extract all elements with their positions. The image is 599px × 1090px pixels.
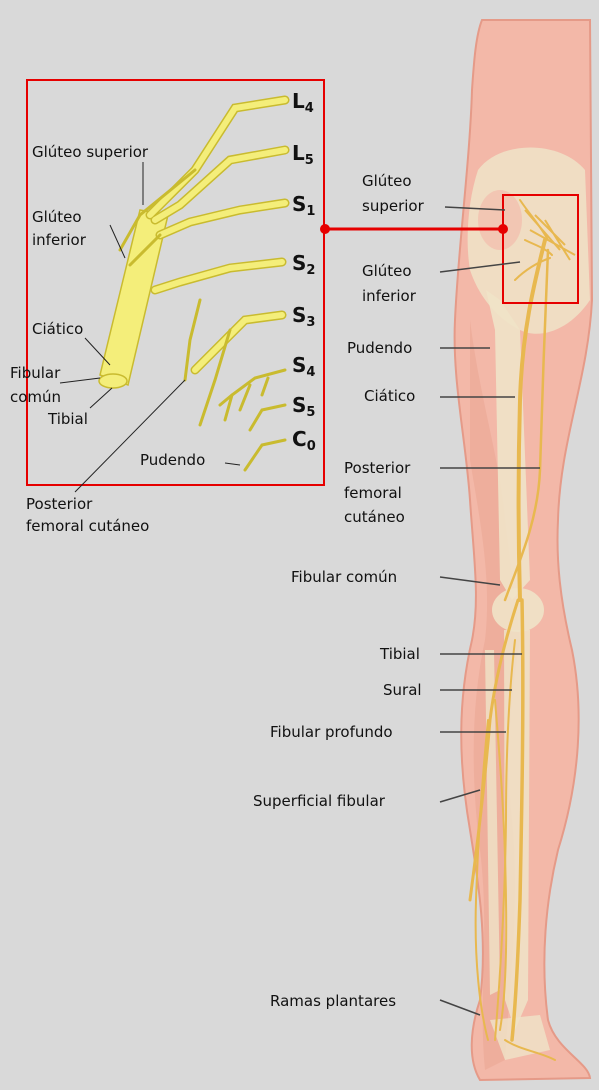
inset-label-posterior-femoral-1: Posterior bbox=[26, 495, 93, 513]
leg-label-superficial-fibular: Superficial fibular bbox=[253, 792, 386, 810]
inset-label-fibular-comun-1: Fibular bbox=[10, 364, 61, 382]
leg-label-fibular-profundo: Fibular profundo bbox=[270, 723, 393, 741]
leg-label-gluteo-inferior-1: Glúteo bbox=[362, 262, 412, 280]
inset-label-ciatico: Ciático bbox=[32, 320, 83, 338]
leg-label-gluteo-superior-1: Glúteo bbox=[362, 172, 412, 190]
leg-label-sural: Sural bbox=[383, 681, 422, 699]
inset-label-fibular-comun-2: común bbox=[10, 388, 61, 406]
leg-label-posterior-2: femoral bbox=[344, 484, 402, 502]
inset-label-pudendo: Pudendo bbox=[140, 451, 205, 469]
inset-label-gluteo-inferior-1: Glúteo bbox=[32, 208, 82, 226]
leg-label-ramas-plantares: Ramas plantares bbox=[270, 992, 396, 1010]
leg-label-posterior-3: cutáneo bbox=[344, 508, 405, 526]
inset-label-posterior-femoral-2: femoral cutáneo bbox=[26, 517, 149, 535]
inset-trunk-end bbox=[99, 374, 127, 388]
leg-label-fibular-comun: Fibular común bbox=[291, 568, 397, 586]
leg-label-tibial: Tibial bbox=[379, 645, 420, 663]
inset-label-gluteo-inferior-2: inferior bbox=[32, 231, 87, 249]
leg-label-gluteo-inferior-2: inferior bbox=[362, 287, 417, 305]
leg-label-gluteo-superior-2: superior bbox=[362, 197, 425, 215]
connector-dot-right bbox=[498, 224, 508, 234]
inset-label-tibial: Tibial bbox=[47, 410, 88, 428]
inset-label-gluteo-superior: Glúteo superior bbox=[32, 143, 149, 161]
leg-label-ciatico: Ciático bbox=[364, 387, 415, 405]
hip-socket bbox=[478, 190, 522, 250]
leg-label-posterior-1: Posterior bbox=[344, 459, 411, 477]
leg-label-pudendo: Pudendo bbox=[347, 339, 412, 357]
